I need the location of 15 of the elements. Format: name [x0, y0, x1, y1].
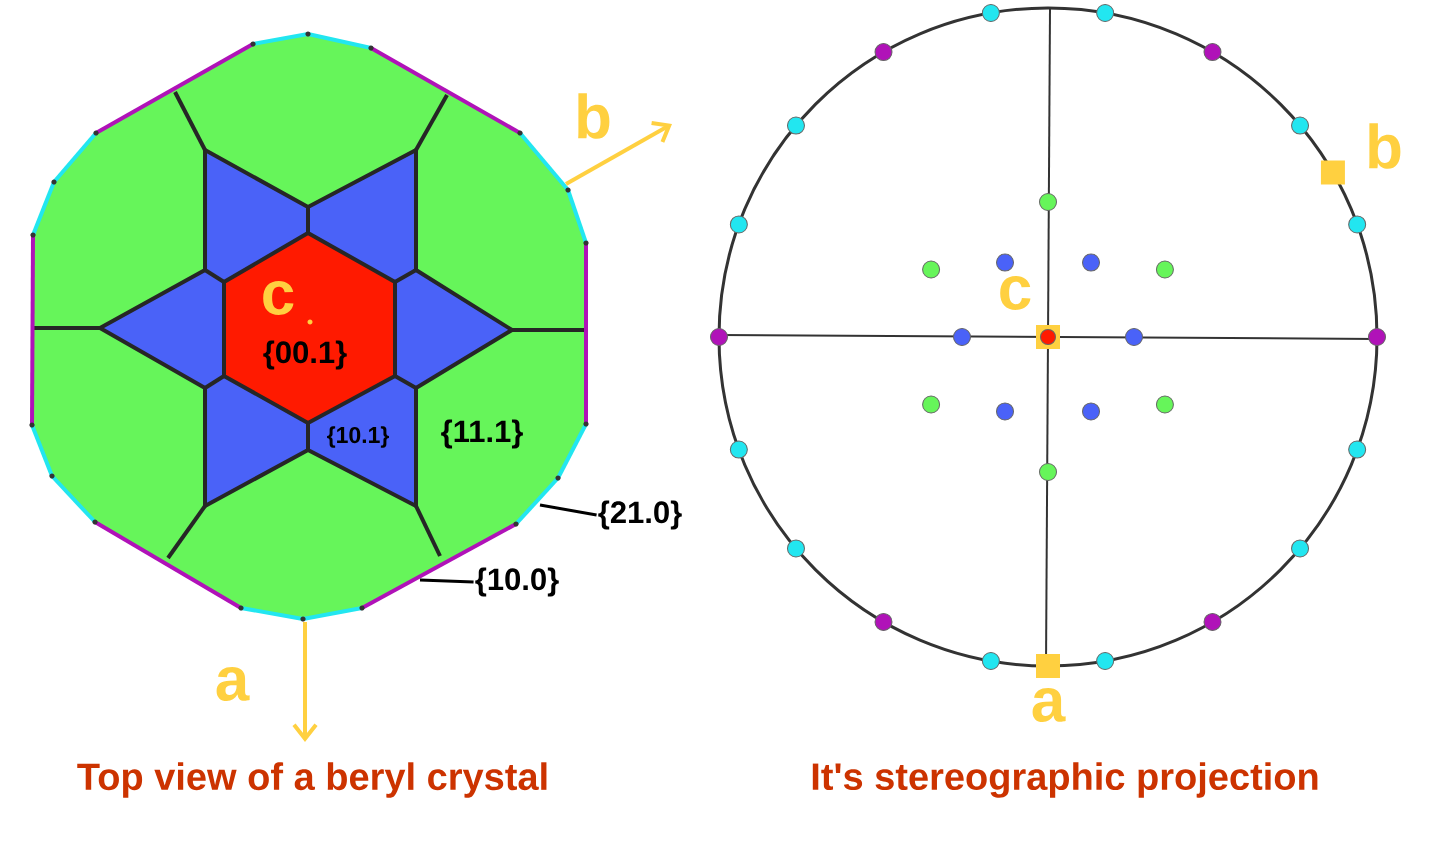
- face-label: {11.1}: [441, 419, 523, 449]
- face-label: {00.1}: [263, 340, 347, 370]
- axis-letter: a: [216, 667, 250, 701]
- face-label: {10.1}: [327, 426, 389, 448]
- axis-letter: a: [1032, 688, 1066, 722]
- axis-letter: c: [1000, 276, 1031, 310]
- leader-line: [419, 578, 474, 584]
- axis-letter: b: [578, 93, 610, 139]
- face-label: {21.0}: [598, 500, 682, 530]
- caption: It's stereographic projection: [812, 762, 1318, 798]
- caption: Top view of a beryl crystal: [77, 762, 547, 798]
- axis-letter: c: [263, 281, 294, 315]
- leader-line: [539, 503, 597, 517]
- axis-letter: b: [1369, 123, 1401, 169]
- face-label: {10.0}: [475, 567, 559, 597]
